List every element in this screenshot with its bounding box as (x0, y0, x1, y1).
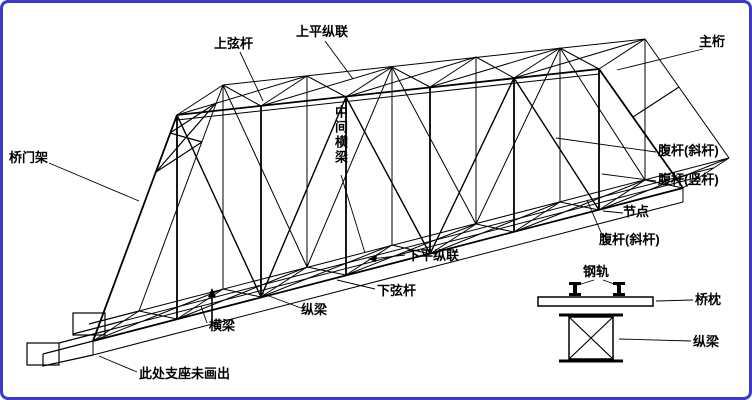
label-web-vertical: 腹杆(竖杆) (658, 172, 719, 187)
near-truss (92, 68, 684, 356)
label-web-diagonal-upper: 腹杆(斜杆) (658, 143, 719, 158)
label-cross-beam: 横梁 (209, 318, 236, 333)
rail-sleeper-inset (537, 282, 654, 363)
floor-system (92, 157, 730, 342)
far-truss (138, 38, 730, 312)
abutment-detail (26, 310, 140, 367)
portal-bracing (155, 86, 680, 173)
truss-bridge-drawing (26, 38, 730, 373)
stringer-lacing (568, 316, 614, 360)
label-middle-cross-beam: 中间横梁 (333, 105, 348, 165)
label-upper-chord: 上弦杆 (214, 36, 254, 51)
label-lower-chord: 下弦杆 (377, 283, 417, 298)
label-portal-frame: 桥门架 (9, 150, 49, 165)
label-web-diagonal-lower: 腹杆(斜杆) (599, 232, 660, 247)
upper-lateral-bracing (176, 38, 646, 116)
label-main-truss: 主桁 (699, 34, 726, 49)
label-lower-lateral-bracing: 下平纵联 (407, 248, 460, 263)
leader-lines (48, 40, 704, 373)
label-support-note: 此处支座未画出 (139, 366, 231, 381)
label-joint: 节点 (623, 204, 650, 219)
sleeper-bar (537, 296, 654, 307)
label-stringer: 纵梁 (301, 302, 328, 317)
rail-section-right (613, 282, 625, 296)
label-bridge-sleeper: 桥枕 (695, 292, 722, 307)
leader-arrowheads (208, 255, 377, 297)
label-inset-stringer: 纵梁 (693, 334, 720, 349)
label-steel-rail: 钢轨 (583, 264, 610, 279)
rail-section-left (569, 282, 581, 296)
label-upper-lateral-bracing: 上平纵联 (296, 24, 349, 39)
stringer-web-box (568, 316, 614, 360)
